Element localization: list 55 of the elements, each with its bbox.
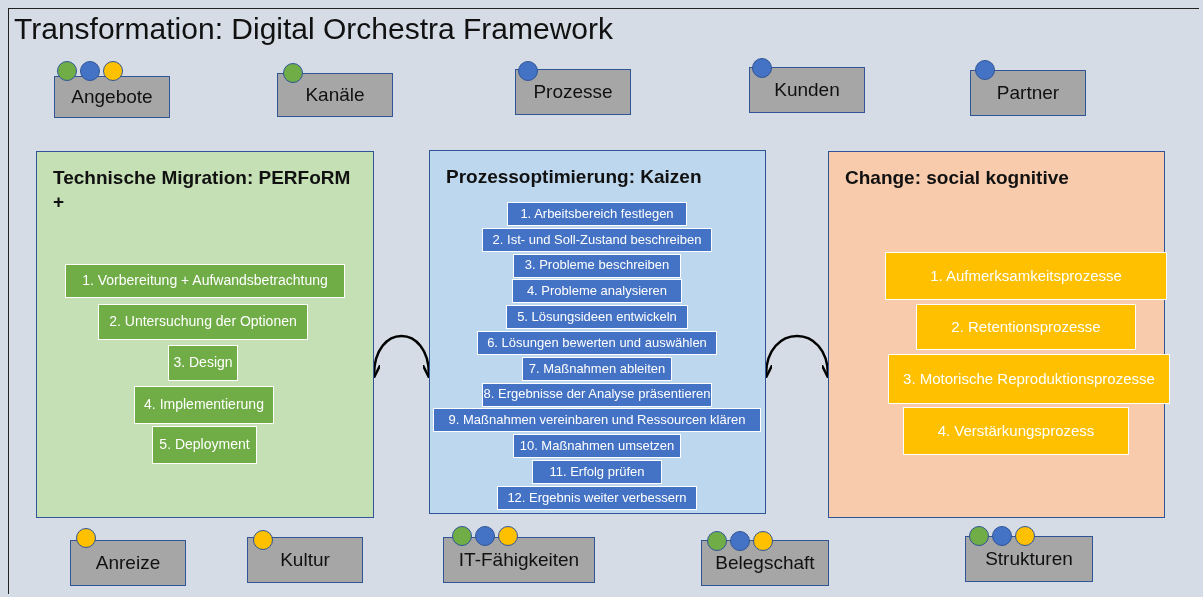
status-dot bbox=[57, 61, 77, 81]
step-box: 2. Retentionsprozesse bbox=[916, 304, 1136, 350]
status-dot bbox=[103, 61, 123, 81]
step-box: 8. Ergebnisse der Analyse präsentieren bbox=[482, 382, 712, 407]
status-dot bbox=[753, 531, 773, 551]
step-box: 1. Arbeitsbereich festlegen bbox=[507, 202, 687, 226]
status-dot bbox=[283, 63, 303, 83]
category-box: Kunden bbox=[749, 67, 865, 113]
diagram-title: Transformation: Digital Orchestra Framework bbox=[14, 12, 614, 46]
status-dot bbox=[452, 526, 472, 546]
step-box: 1. Aufmerksamkeitsprozesse bbox=[885, 252, 1167, 300]
panel-title: Change: social kognitive bbox=[845, 166, 1070, 190]
step-box: 5. Lösungsideen entwickeln bbox=[506, 305, 688, 330]
category-box: Strukturen bbox=[965, 536, 1093, 582]
step-box: 3. Design bbox=[168, 345, 238, 381]
step-box: 12. Ergebnis weiter verbessern bbox=[497, 485, 697, 510]
phase-panel bbox=[36, 151, 374, 518]
step-box: 4. Verstärkungsprozess bbox=[903, 407, 1129, 455]
status-dot bbox=[80, 61, 100, 81]
panel-title: Prozessoptimierung: Kaizen bbox=[446, 165, 703, 189]
step-box: 2. Untersuchung der Optionen bbox=[98, 304, 308, 340]
category-box: Partner bbox=[970, 70, 1086, 116]
phase-panel bbox=[429, 150, 766, 514]
category-box: Angebote bbox=[54, 76, 170, 118]
status-dot bbox=[475, 526, 495, 546]
status-dot bbox=[975, 60, 995, 80]
step-box: 3. Probleme beschreiben bbox=[513, 253, 681, 278]
panel-title: Technische Migration: PERFoRM + bbox=[53, 166, 351, 214]
status-dot bbox=[752, 58, 772, 78]
status-dot bbox=[518, 61, 538, 81]
category-box: Anreize bbox=[70, 540, 186, 586]
step-box: 11. Erfolg prüfen bbox=[532, 460, 662, 484]
step-box: 2. Ist- und Soll-Zustand beschreiben bbox=[482, 227, 712, 252]
status-dot bbox=[707, 531, 727, 551]
status-dot bbox=[76, 528, 96, 548]
status-dot bbox=[730, 531, 750, 551]
category-box: Kanäle bbox=[277, 73, 393, 117]
status-dot bbox=[253, 530, 273, 550]
category-box: Prozesse bbox=[515, 69, 631, 115]
status-dot bbox=[1015, 526, 1035, 546]
status-dot bbox=[969, 526, 989, 546]
status-dot bbox=[992, 526, 1012, 546]
step-box: 6. Lösungen bewerten und auswählen bbox=[477, 331, 717, 355]
step-box: 4. Implementierung bbox=[134, 386, 274, 424]
step-box: 1. Vorbereitung + Aufwandsbetrachtung bbox=[65, 264, 345, 298]
step-box: 4. Probleme analysieren bbox=[512, 279, 682, 304]
step-box: 10. Maßnahmen umsetzen bbox=[513, 434, 681, 459]
step-box: 7. Maßnahmen ableiten bbox=[522, 356, 672, 381]
category-box: IT-Fähigkeiten bbox=[443, 537, 595, 583]
step-box: 3. Motorische Reproduktionsprozesse bbox=[888, 354, 1170, 404]
category-box: Kultur bbox=[247, 537, 363, 583]
status-dot bbox=[498, 526, 518, 546]
category-box: Belegschaft bbox=[701, 540, 829, 586]
step-box: 9. Maßnahmen vereinbaren und Ressourcen klären bbox=[433, 408, 761, 433]
step-box: 5. Deployment bbox=[152, 426, 257, 464]
